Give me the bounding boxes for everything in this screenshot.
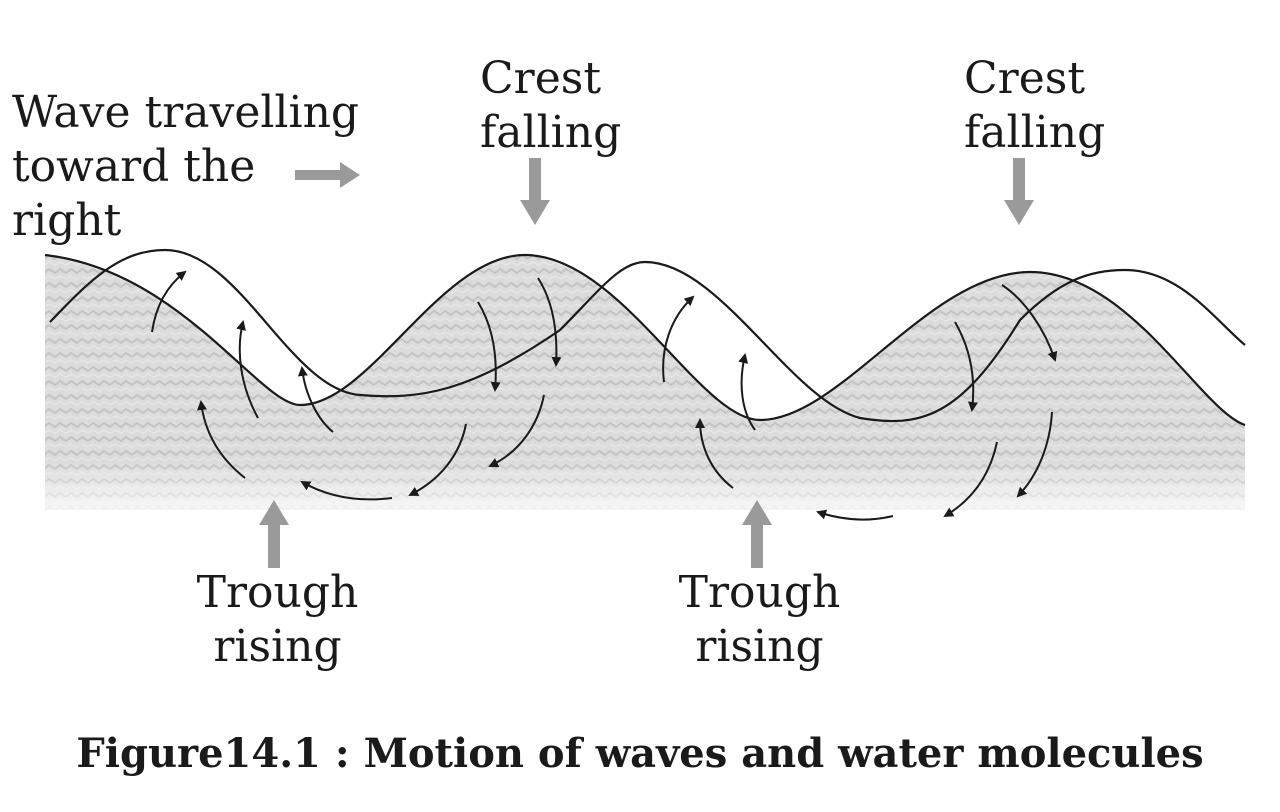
- motion-arrow: [408, 423, 467, 496]
- wave-direction-line-1: Wave travelling: [12, 87, 360, 138]
- motion-arrow: [537, 277, 562, 367]
- motion-arrow: [662, 295, 695, 383]
- motion-arrow: [943, 441, 998, 518]
- particle-arrows-left: [151, 270, 562, 501]
- trough-right-up-arrow: [742, 500, 772, 568]
- particle-arrows-right: [662, 284, 1058, 521]
- wave-direction-line-3: right: [12, 195, 122, 246]
- crest-right-line-1: Crest: [964, 53, 1085, 104]
- motion-arrow: [297, 366, 334, 433]
- motion-arrow: [1001, 284, 1058, 362]
- block-arrows: [259, 158, 1034, 568]
- motion-arrow: [695, 418, 734, 489]
- trough-left-label: Trough rising: [170, 566, 385, 674]
- crest-right-line-2: falling: [964, 107, 1106, 158]
- crest-left-line-2: falling: [480, 107, 622, 158]
- motion-arrow: [488, 394, 545, 468]
- motion-arrow: [738, 353, 756, 431]
- wave-line-shifted: [49, 248, 1246, 423]
- motion-arrow: [954, 321, 978, 412]
- trough-right-line-1: Trough: [678, 567, 841, 618]
- motion-arrow: [816, 509, 894, 521]
- crest-left-down-arrow: [520, 158, 550, 225]
- motion-arrow: [236, 320, 259, 419]
- trough-right-label: Trough rising: [652, 566, 867, 674]
- crest-left-label: Crest falling: [480, 52, 621, 160]
- trough-left-line-2: rising: [213, 621, 342, 672]
- trough-left-line-1: Trough: [196, 567, 359, 618]
- crest-left-line-1: Crest: [480, 53, 601, 104]
- wave-direction-line-2: toward the: [12, 141, 256, 192]
- motion-arrow: [1016, 411, 1053, 498]
- motion-arrow: [477, 301, 501, 392]
- motion-arrow: [300, 481, 393, 501]
- wave-line-current: [44, 253, 1246, 427]
- wave-direction-label: Wave travelling toward the right: [12, 86, 359, 248]
- crest-right-label: Crest falling: [964, 52, 1105, 160]
- crest-right-down-arrow: [1004, 158, 1034, 225]
- figure-caption: Figure14.1 : Motion of waves and water m…: [76, 730, 1204, 777]
- motion-arrow: [197, 400, 246, 479]
- motion-arrow: [151, 270, 187, 333]
- trough-right-line-2: rising: [695, 621, 824, 672]
- trough-left-up-arrow: [259, 500, 289, 568]
- wave-direction-arrow: [295, 162, 360, 188]
